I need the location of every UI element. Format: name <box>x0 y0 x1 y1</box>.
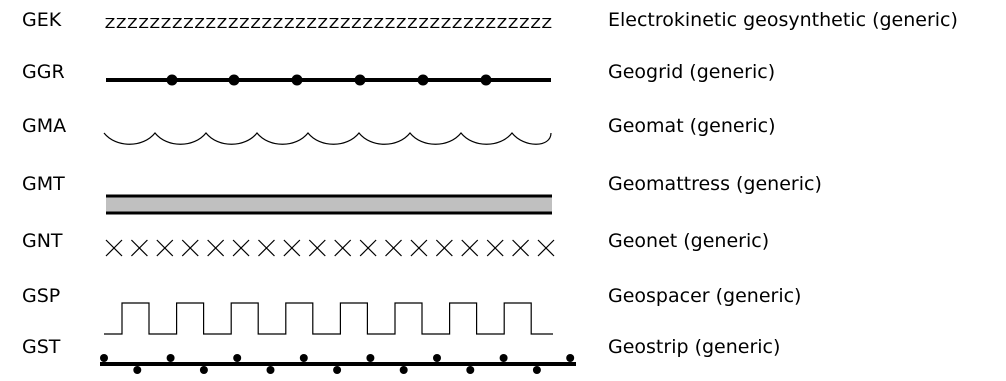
geogrid-symbol <box>106 74 551 86</box>
geostrip-node <box>566 354 575 362</box>
geomat-symbol <box>103 132 552 145</box>
geogrid-node <box>354 74 366 86</box>
geospacer-symbol <box>104 302 553 335</box>
legend-row-gst: GST Geostrip (generic) <box>0 327 1006 381</box>
geonet-cross-stroke <box>410 239 428 257</box>
geonet-cross-stroke <box>207 239 225 257</box>
geonet-cross-stroke <box>232 239 250 257</box>
code-label: GST <box>22 336 61 358</box>
geogrid-node <box>417 74 429 86</box>
geonet-cross-stroke <box>486 239 504 257</box>
geostrip-node <box>333 366 342 374</box>
code-label: GNT <box>22 230 63 252</box>
geomattress-fill <box>106 196 552 212</box>
geonet-cross-stroke <box>512 239 530 257</box>
legend-row-gsp: GSP Geospacer (generic) <box>0 276 1006 335</box>
description-label: Geonet (generic) <box>608 230 770 252</box>
geostrip-node <box>133 366 142 374</box>
geogrid-node <box>228 74 240 86</box>
geostrip-node <box>433 354 441 362</box>
legend-row-gnt: GNT Geonet (generic) <box>0 221 1006 275</box>
geostrip-node <box>199 366 208 374</box>
geostrip-node <box>399 366 408 374</box>
zigzag-pattern-text: ZZZZZZZZZZZZZZZZZZZZZZZZZZZZZZZZZZZZZZZZ <box>104 17 552 32</box>
geonet-cross-stroke <box>283 239 301 257</box>
geonet-cross-stroke <box>359 239 377 257</box>
geonet-cross-stroke <box>105 239 123 257</box>
geostrip-nodes <box>100 354 575 374</box>
description-label: Geostrip (generic) <box>608 336 781 358</box>
geonet-cross-stroke <box>435 239 453 257</box>
description-label: Geospacer (generic) <box>608 285 802 307</box>
geostrip-symbol <box>100 354 576 374</box>
legend-row-gek: GEK ZZZZZZZZZZZZZZZZZZZZZZZZZZZZZZZZZZZZ… <box>0 0 1006 54</box>
code-label: GGR <box>22 61 65 83</box>
legend-row-gma: GMA Geomat (generic) <box>0 106 1006 160</box>
geonet-cross-stroke <box>385 239 402 257</box>
code-label: GMA <box>22 115 67 137</box>
description-label: Electrokinetic geosynthetic (generic) <box>608 9 958 31</box>
geostrip-node <box>166 354 175 362</box>
geostrip-node <box>466 366 475 374</box>
geogrid-node <box>480 74 492 86</box>
description-label: Geomat (generic) <box>608 115 776 137</box>
geonet-cross-stroke <box>130 239 148 257</box>
geogrid-nodes <box>166 74 492 86</box>
geonet-cross-stroke <box>308 239 326 257</box>
electrokinetic-symbol: ZZZZZZZZZZZZZZZZZZZZZZZZZZZZZZZZZZZZZZZZ <box>104 17 552 32</box>
geostrip-node <box>366 354 375 362</box>
geostrip-node <box>499 354 508 362</box>
geomat-wave <box>103 132 552 145</box>
geostrip-node <box>266 366 275 374</box>
geostrip-node <box>100 354 108 362</box>
geostrip-node <box>532 366 541 374</box>
geostrip-node <box>299 354 308 362</box>
code-label: GSP <box>22 285 61 307</box>
geonet-cross-stroke <box>334 239 352 257</box>
geostrip-node <box>233 354 242 362</box>
description-label: Geogrid (generic) <box>608 61 776 83</box>
geonet-cross-stroke <box>181 239 199 257</box>
code-label: GEK <box>22 9 62 31</box>
description-label: Geomattress (generic) <box>608 173 822 195</box>
geogrid-node <box>291 74 303 86</box>
legend-row-ggr: GGR Geogrid (generic) <box>0 52 1006 106</box>
geonet-cross-stroke <box>258 239 275 257</box>
legend-row-gmt: GMT Geomattress (generic) <box>0 164 1006 218</box>
geonet-symbol <box>105 239 555 257</box>
geonet-cross-stroke <box>461 239 479 257</box>
code-label: GMT <box>22 173 65 195</box>
geogrid-node <box>166 74 178 86</box>
geospacer-square-wave <box>104 302 553 335</box>
geomattress-symbol <box>106 194 552 215</box>
geonet-cross-stroke <box>156 239 174 257</box>
geonet-cross-stroke <box>537 239 555 257</box>
geonet-crosses <box>105 239 555 257</box>
